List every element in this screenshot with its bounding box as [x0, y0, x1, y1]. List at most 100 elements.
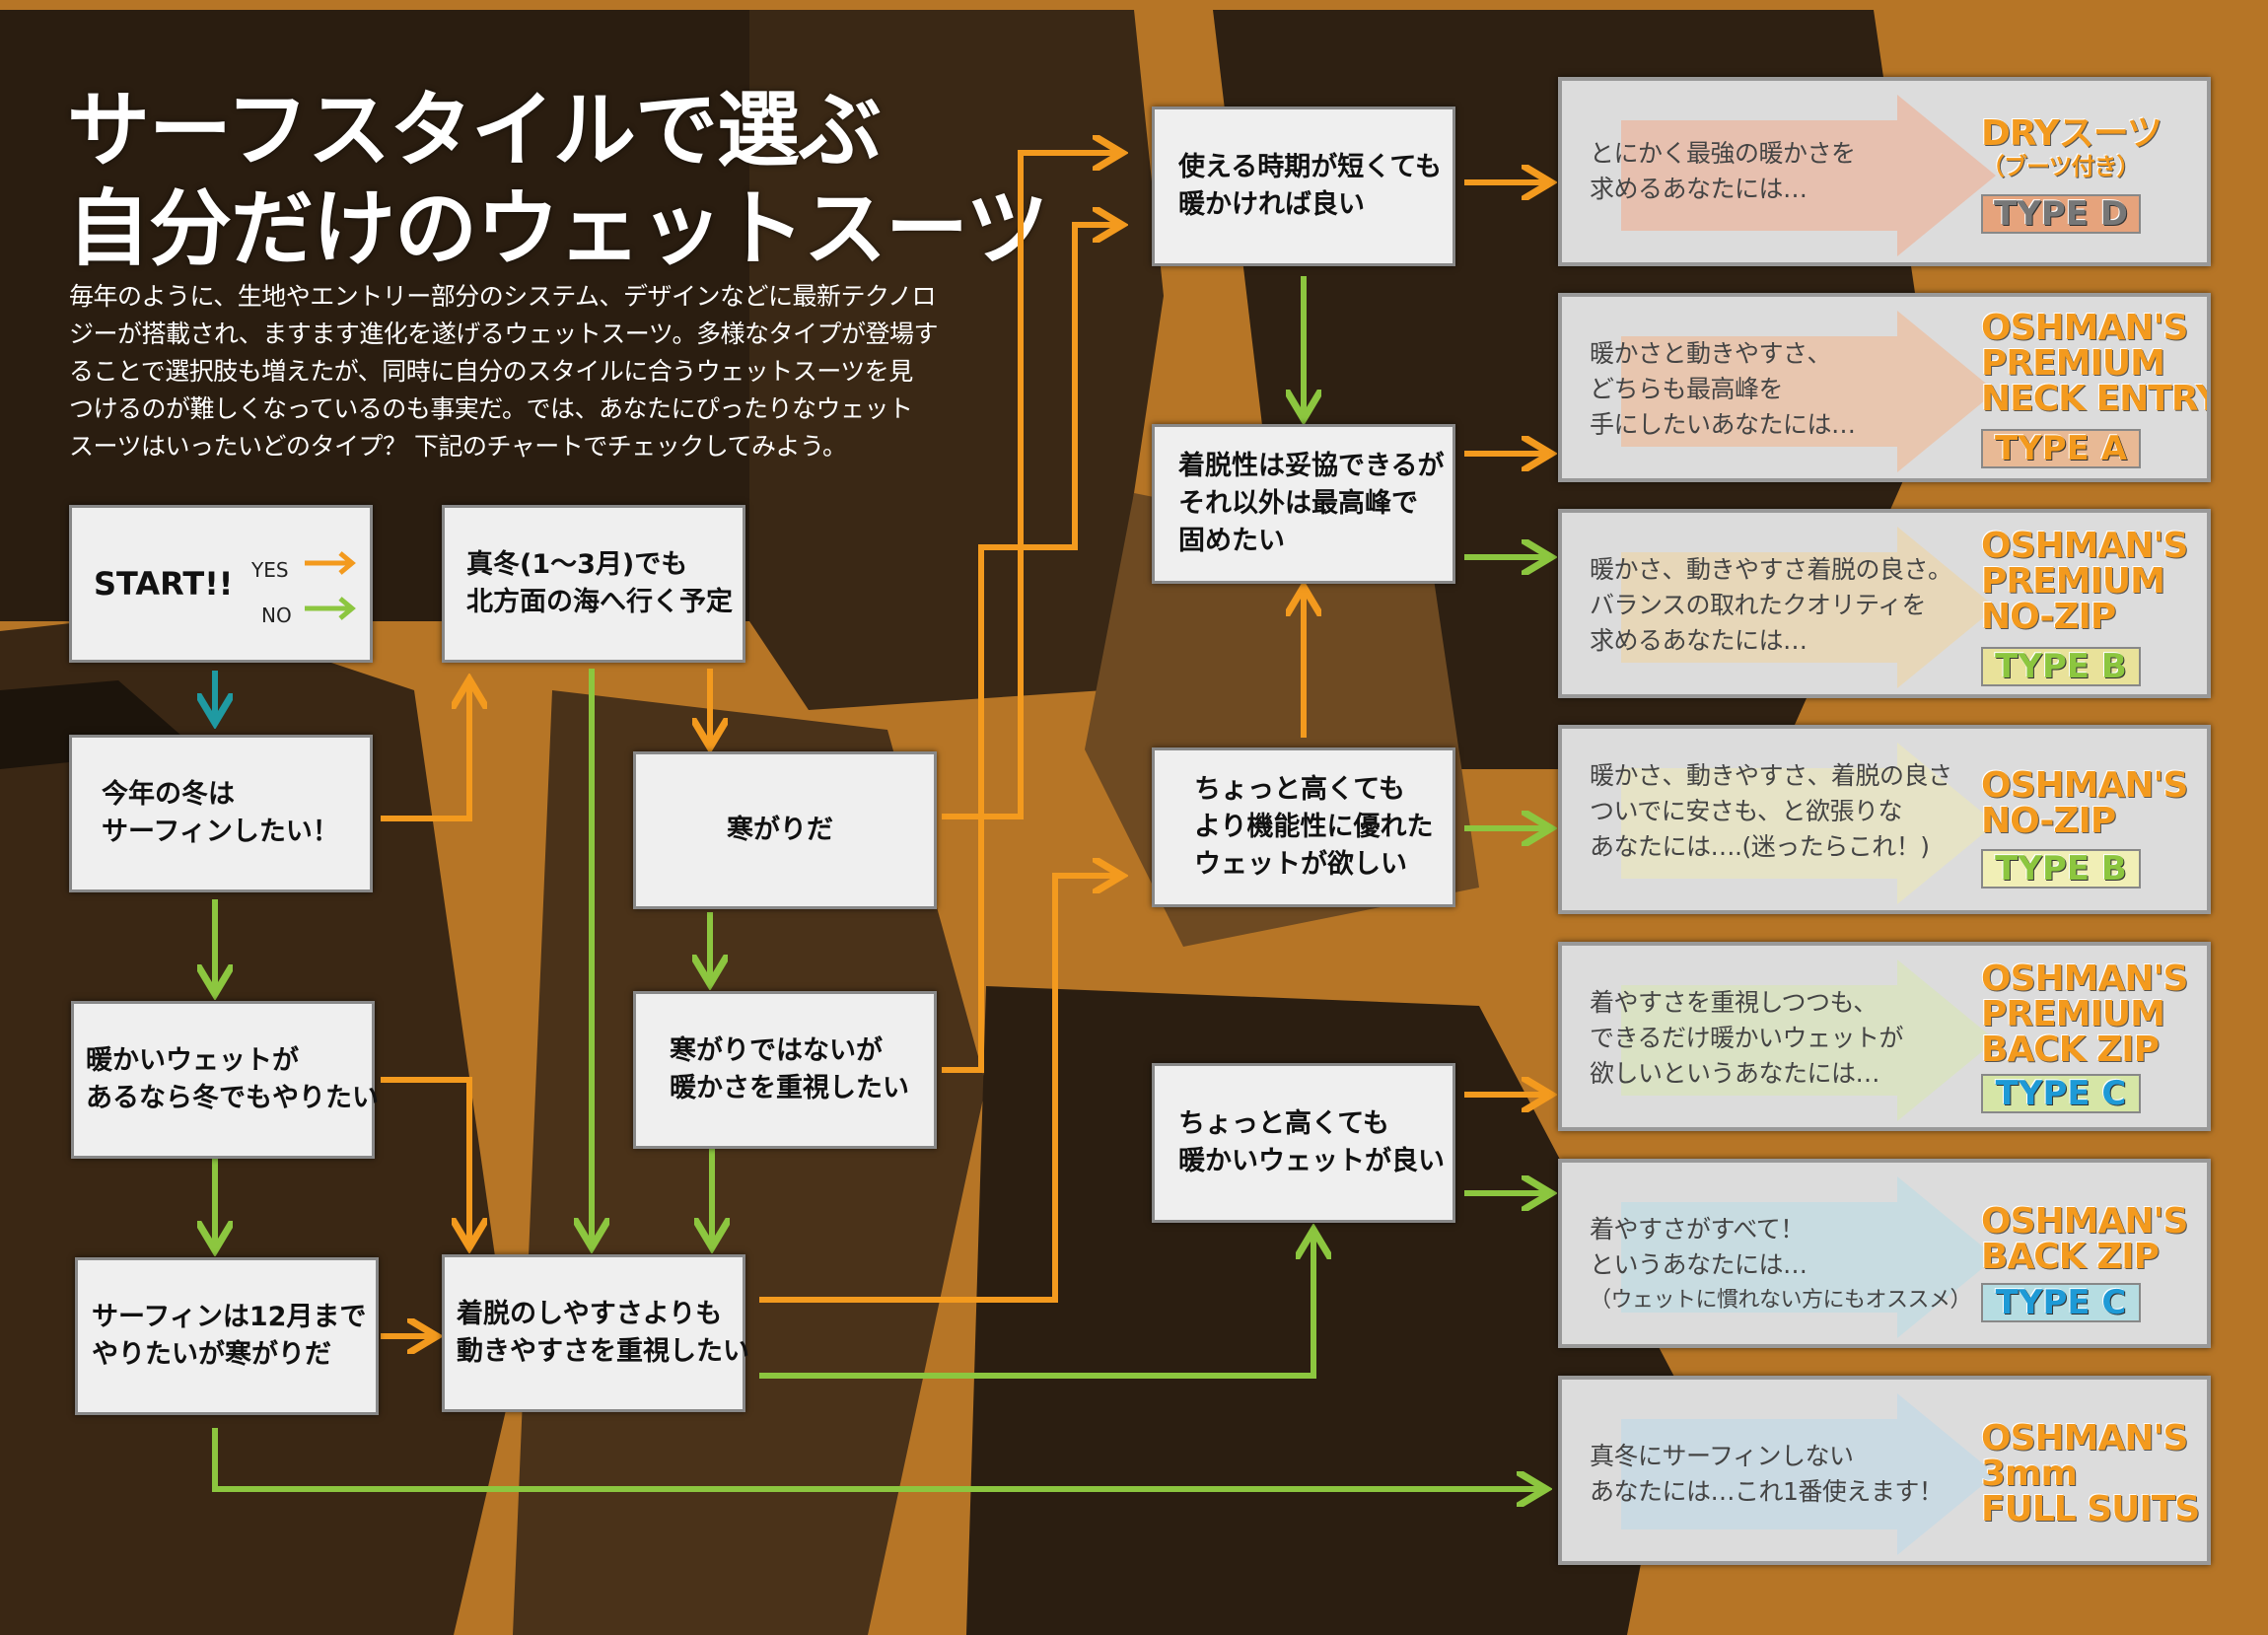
result-product-name: OSHMAN'S PREMIUM BACK ZIP — [1981, 959, 2188, 1070]
result-description: 暖かさと動きやすさ、 どちらも最高峰を 手にしたいあなたには… — [1590, 336, 1856, 443]
result-name-line: PREMIUM — [1981, 994, 2165, 1034]
intro-line: つけるのが難しくなっているのも事実だ。では、あなたにぴったりなウェット — [69, 394, 913, 423]
question-line: 寒がりではないが — [670, 1035, 883, 1066]
result-text-line: 求めるあなたには… — [1590, 175, 1807, 203]
question-warm-wetsuit: 暖かいウェットが あるなら冬でもやりたい — [71, 1001, 379, 1159]
question-line: 北方面の海へ行く予定 — [466, 587, 733, 617]
result-arrow-graphic — [1621, 960, 1996, 1121]
result-product-name: OSHMAN'S PREMIUM NO-ZIP — [1981, 529, 2188, 637]
question-line: 今年の冬は — [102, 779, 235, 810]
question-top-quality: 着脱性は妥協できるが それ以外は最高峰で 固めたい — [1152, 424, 1455, 584]
question-line: 着脱性は妥協できるが — [1178, 451, 1445, 481]
result-name-sub: （ブーツ付き） — [1981, 153, 2141, 180]
question-want-to-surf-winter: 今年の冬は サーフィンしたい！ — [69, 735, 373, 892]
result-product-name: OSHMAN'S BACK ZIP — [1981, 1201, 2188, 1277]
result-type-badge: TYPE B — [1981, 849, 2141, 889]
result-arrow-graphic — [1621, 95, 1996, 256]
question-line: より機能性に優れた — [1194, 812, 1434, 842]
result-arrow-shape — [1621, 527, 1996, 688]
question-line: ちょっと高くても — [1178, 1108, 1389, 1139]
result-text-line: 手にしたいあなたには… — [1590, 410, 1856, 439]
result-arrow-shape — [1621, 311, 1996, 472]
yes-arrow — [759, 876, 1119, 1303]
result-name-line: OSHMAN'S — [1981, 959, 2188, 999]
result-premium-neck-entry: 暖かさと動きやすさ、 どちらも最高峰を 手にしたいあなたには… OSHMAN'S… — [1558, 293, 2211, 482]
result-name-line: OSHMAN'S — [1981, 1201, 2188, 1242]
question-high-function: ちょっと高くても より機能性に優れた ウェットが欲しい — [1152, 747, 1455, 907]
question-line: サーフィンしたい！ — [102, 817, 339, 847]
intro-line: スーツはいったいどのタイプ？ 下記のチャートでチェックしてみよう。 — [69, 432, 847, 461]
result-text-line: あなたには…これ1番使えます！ — [1590, 1477, 1944, 1506]
result-description: 真冬にサーフィンしない あなたには…これ1番使えます！ — [1590, 1439, 1944, 1510]
result-no-zip: 暖かさ、動きやすさ、着脱の良さ ついでに安さも、と欲張りな あなたには….(迷っ… — [1558, 725, 2211, 914]
result-text-line: 着やすさがすべて！ — [1590, 1215, 1805, 1244]
legend-no-label: NO — [261, 604, 292, 627]
result-text-line: 真冬にサーフィンしない — [1590, 1442, 1854, 1470]
result-back-zip: 着やすさがすべて！ というあなたには… （ウェットに慣れない方にもオススメ） O… — [1558, 1159, 2211, 1348]
question-mobility-over-ease: 着脱のしやすさよりも 動きやすさを重視したい — [442, 1254, 749, 1412]
result-name-line: FULL SUITS — [1981, 1489, 2200, 1529]
legend-yes-arrowhead — [338, 551, 356, 575]
question-line: ちょっと高くても — [1194, 774, 1405, 805]
result-3mm-full-suits: 真冬にサーフィンしない あなたには…これ1番使えます！ OSHMAN'S 3mm… — [1558, 1376, 2211, 1565]
question-sensitive-to-cold: 寒がりだ — [633, 751, 937, 909]
result-name-line: PREMIUM — [1981, 561, 2165, 602]
question-line: 暖かいウェットが良い — [1178, 1146, 1445, 1176]
result-name-line: BACK ZIP — [1981, 1030, 2160, 1070]
question-warm-expensive: ちょっと高くても 暖かいウェットが良い — [1152, 1063, 1455, 1223]
question-until-december: サーフィンは12月まで やりたいが寒がりだ — [75, 1257, 379, 1415]
result-text-line: 求めるあなたには… — [1590, 626, 1807, 655]
result-arrow-graphic — [1621, 311, 1996, 472]
result-name-line: BACK ZIP — [1981, 1237, 2160, 1277]
no-arrow — [212, 1428, 1543, 1489]
result-product-name: OSHMAN'S NO-ZIP — [1981, 768, 2188, 841]
result-type-badge: TYPE C — [1981, 1074, 2141, 1113]
yes-arrow — [381, 1077, 469, 1244]
result-arrow-shape — [1621, 960, 1996, 1121]
result-type-badge: TYPE C — [1981, 1283, 2141, 1322]
result-type-badge: TYPE B — [1981, 647, 2141, 686]
result-arrow-graphic — [1621, 1393, 1996, 1555]
result-name-line: NECK ENTRY — [1981, 379, 2211, 419]
question-line: 真冬(1〜3月)でも — [466, 549, 688, 580]
start-label: START!! — [94, 565, 234, 603]
result-description: 着やすさを重視しつつも、 できるだけ暖かいウェットが 欲しいというあなたには… — [1590, 985, 1904, 1092]
result-arrow-shape — [1621, 1393, 1996, 1555]
question-line: サーフィンは12月まで — [92, 1302, 367, 1332]
question-north-sea-plan: 真冬(1〜3月)でも 北方面の海へ行く予定 — [442, 505, 745, 663]
result-name-line: NO-ZIP — [1981, 801, 2116, 841]
intro-text: 毎年のように、生地やエントリー部分のシステム、デザインなどに最新テクノロ ジーが… — [69, 278, 1006, 465]
no-arrow — [759, 1233, 1313, 1379]
result-text-line: というあなたには… — [1590, 1250, 1807, 1279]
result-name-line: OSHMAN'S — [1981, 1418, 2188, 1458]
question-line: 着脱のしやすさよりも — [457, 1299, 723, 1329]
result-name-line: NO-ZIP — [1981, 597, 2116, 637]
result-arrow-graphic — [1621, 1176, 1996, 1338]
question-line: ウェットが欲しい — [1194, 849, 1407, 880]
result-text-line: 暖かさ、動きやすさ、着脱の良さ — [1590, 761, 1952, 790]
result-name-line: 3mm — [1981, 1454, 2078, 1494]
result-premium-back-zip: 着やすさを重視しつつも、 できるだけ暖かいウェットが 欲しいというあなたには… … — [1558, 942, 2211, 1131]
result-text-line: （ウェットに慣れない方にもオススメ） — [1590, 1288, 1972, 1313]
result-arrow-shape — [1621, 1176, 1996, 1338]
intro-line: 毎年のように、生地やエントリー部分のシステム、デザインなどに最新テクノロ — [69, 282, 937, 311]
result-description: 着やすさがすべて！ というあなたには… （ウェットに慣れない方にもオススメ） — [1590, 1212, 1972, 1318]
question-line: 使える時期が短くても — [1178, 152, 1443, 182]
result-name-line: DRYスーツ — [1981, 113, 2162, 154]
question-line: 暖かさを重視したい — [670, 1073, 909, 1103]
result-text-line: 欲しいというあなたには… — [1590, 1059, 1880, 1088]
result-description: とにかく最強の暖かさを 求めるあなたには… — [1590, 136, 1856, 207]
question-line: 動きやすさを重視したい — [457, 1336, 749, 1367]
question-line: あるなら冬でもやりたい — [86, 1083, 379, 1113]
result-description: 暖かさ、動きやすさ着脱の良さ。 バランスの取れたクオリティを 求めるあなたには… — [1590, 552, 1952, 659]
result-description: 暖かさ、動きやすさ、着脱の良さ ついでに安さも、と欲張りな あなたには….(迷っ… — [1590, 758, 1952, 865]
yes-arrow — [381, 682, 469, 821]
result-text-line: どちらも最高峰を — [1590, 375, 1784, 403]
question-short-season-warm: 使える時期が短くても 暖かければ良い — [1152, 107, 1455, 266]
result-text-line: 暖かさと動きやすさ、 — [1590, 339, 1832, 368]
title-line-2: 自分だけのウェットスーツ — [67, 180, 1048, 277]
result-type-badge: TYPE D — [1981, 194, 2141, 234]
result-product-name: OSHMAN'S 3mm FULL SUITS — [1981, 1418, 2200, 1529]
